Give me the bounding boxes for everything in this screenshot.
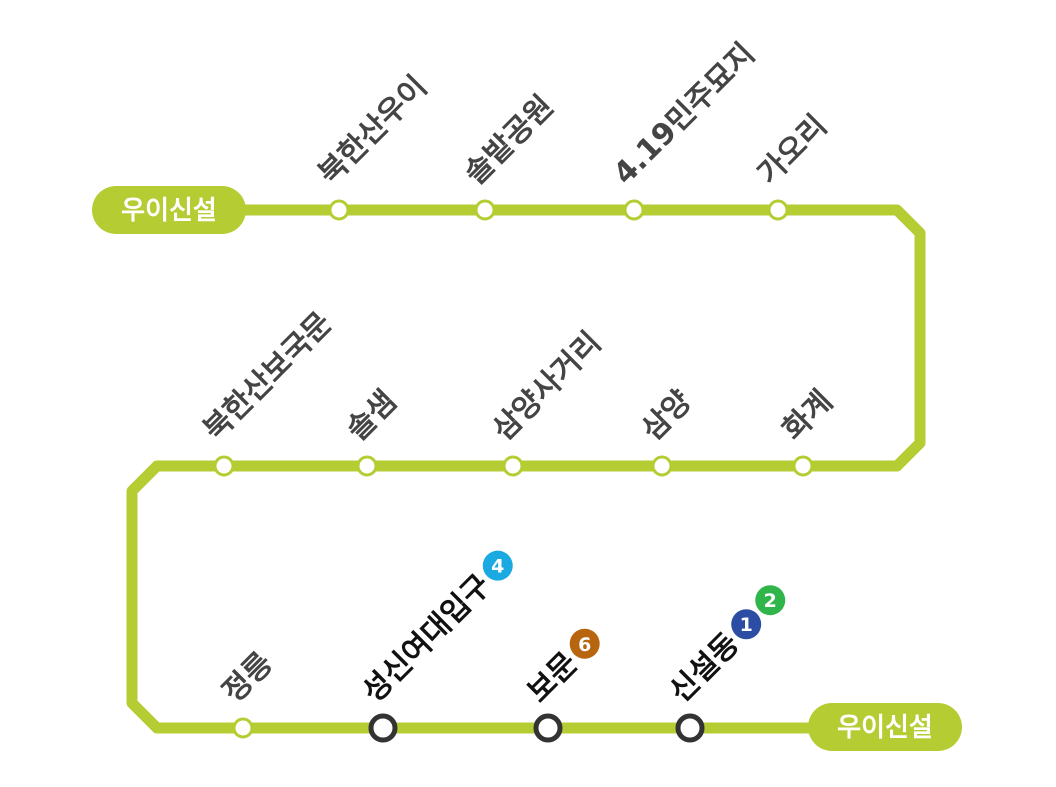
terminal-end[interactable]: 우이신설: [808, 703, 962, 751]
station-label: 4.19민주묘지: [607, 37, 762, 192]
station-marker[interactable]: [651, 455, 673, 477]
station-label: 신설동: [663, 626, 746, 709]
station-marker[interactable]: [213, 455, 235, 477]
line-badge-circle: [482, 550, 513, 581]
station[interactable]: 가오리: [751, 108, 834, 221]
station-marker[interactable]: [232, 717, 254, 739]
station-marker[interactable]: [356, 455, 378, 477]
line-badge-number: 1: [740, 614, 753, 636]
line-badge-number: 2: [764, 590, 777, 612]
station-marker[interactable]: [792, 455, 814, 477]
transfer-station-marker[interactable]: [533, 713, 563, 743]
station-label: 북한산우이: [312, 69, 434, 191]
station-label: 솔샘: [340, 384, 404, 448]
station-label: 화계: [776, 384, 840, 448]
line-badge-circle: [731, 609, 762, 640]
station-marker[interactable]: [328, 199, 350, 221]
station-label: 성신여대입구: [356, 568, 498, 710]
line-badge-circle: [755, 585, 786, 616]
station[interactable]: 보문6: [517, 614, 614, 743]
station-label: 가오리: [751, 108, 834, 191]
station-label: 삼양사거리: [486, 325, 608, 447]
terminal-start[interactable]: 우이신설: [92, 186, 246, 234]
station-marker[interactable]: [502, 455, 524, 477]
terminal-start-label: 우이신설: [121, 196, 217, 226]
station[interactable]: 4.19민주묘지: [607, 37, 762, 221]
transfer-line-badge: 2: [755, 585, 786, 616]
route-line: [126, 204, 926, 734]
transfer-line-badge: 4: [482, 550, 513, 581]
station[interactable]: 솔밭공원: [458, 89, 561, 221]
line-badge-circle: [569, 628, 600, 659]
transfer-line-badge: 1: [731, 609, 762, 640]
transfer-station-marker[interactable]: [368, 713, 398, 743]
transfer-line-badge: 6: [569, 628, 600, 659]
line-badge-number: 6: [578, 634, 591, 656]
station-label: 삼양: [635, 384, 699, 448]
station[interactable]: 북한산우이: [312, 69, 434, 221]
station-marker[interactable]: [767, 199, 789, 221]
station[interactable]: 북한산보국문: [197, 306, 339, 477]
station-marker[interactable]: [623, 199, 645, 221]
station-label: 정릉: [216, 646, 280, 710]
transfer-station-marker[interactable]: [675, 713, 705, 743]
station-marker[interactable]: [474, 199, 496, 221]
station[interactable]: 삼양사거리: [486, 325, 608, 477]
station-label: 솔밭공원: [458, 89, 561, 192]
line-badge-number: 4: [491, 556, 504, 578]
station-label: 보문: [521, 646, 585, 710]
terminal-end-label: 우이신설: [837, 713, 933, 743]
station-label: 북한산보국문: [197, 306, 339, 448]
